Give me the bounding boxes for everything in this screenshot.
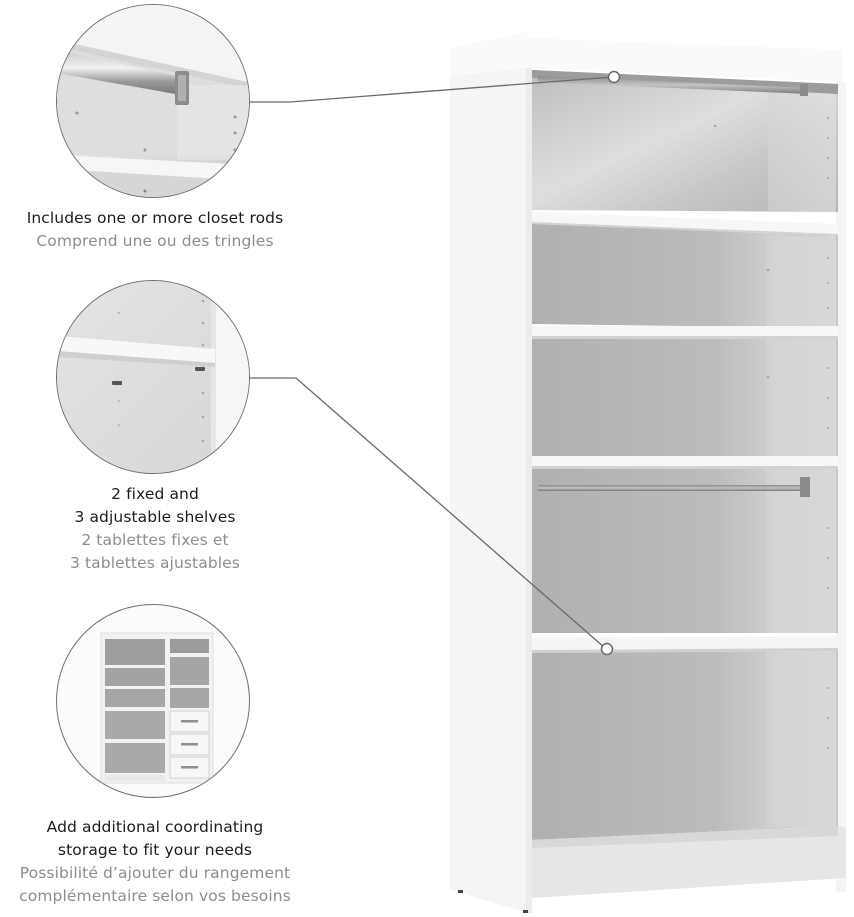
caption-english-line-2: storage to fit your needs: [57, 841, 253, 859]
caption-french-line-1: Possibilité d’ajouter du rangement: [19, 864, 291, 882]
caption-french-line-2: 3 tablettes ajustables: [70, 554, 240, 572]
caption-french-line-1: 2 tablettes fixes et: [81, 531, 229, 549]
caption-english-line-1: Add additional coordinating: [46, 818, 264, 836]
shelf-pins-closeup-image: [56, 280, 250, 474]
caption-english-line-1: 2 fixed and: [111, 485, 199, 503]
closet-rod-closeup-image: [56, 4, 250, 198]
feature-caption-shelves: 2 fixed and 3 adjustable shelves 2 table…: [0, 483, 310, 575]
feature-caption-storage: Add additional coordinating storage to f…: [0, 816, 310, 908]
bookcase-product-image: [450, 32, 846, 913]
closet-system-image: [56, 604, 250, 798]
caption-english-line-2: 3 adjustable shelves: [74, 508, 236, 526]
caption-french: Comprend une ou des tringles: [36, 232, 274, 250]
caption-english: Includes one or more closet rods: [26, 209, 284, 227]
closet-system-with-drawers-illustration: [100, 632, 214, 784]
adjustable-shelf-illustration: [57, 281, 249, 473]
feature-caption-closet-rods: Includes one or more closet rods Compren…: [0, 207, 310, 253]
caption-french-line-2: complémentaire selon vos besoins: [19, 887, 291, 905]
closet-rod-illustration: [57, 5, 249, 197]
